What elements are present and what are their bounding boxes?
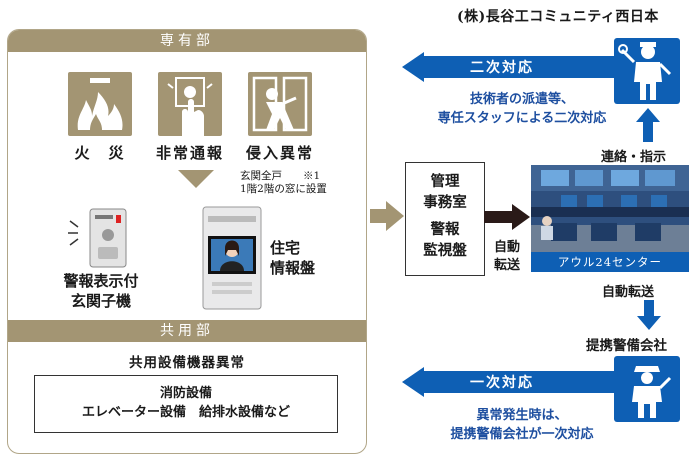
primary-response-label: 一次対応 [470,375,534,391]
info-panel-device [202,206,262,310]
intruder-icon [248,72,312,136]
management-office-box: 管理 事務室 警報 監視盤 [405,162,485,276]
building-panel: 専有部 火 災 非常通報 侵入異常 玄関全戸 ※1 1階2階の窓に設 [7,29,367,454]
auto-transfer-label-2: 自動転送 [602,285,655,300]
primary-response-desc: 異常発生時は、 提携警備会社が一次対応 [450,408,594,442]
secondary-response-arrow [402,52,614,82]
shared-equipment-box: 消防設備 エレベーター設備 給排水設備など [34,375,338,433]
shared-equipment-title: 共用設備機器異常 [129,355,245,371]
emergency-button-icon [158,72,222,136]
elevator-equipment: エレベーター設備 給排水設備など [81,405,290,420]
center-photo-caption: アウル24センター [531,252,689,272]
fire-equipment: 消防設備 [159,386,212,401]
down-arrow-blue [637,300,661,330]
company-name: (株)長谷工コミュニティ西日本 [457,9,659,25]
gold-right-arrow [370,201,404,231]
up-arrow [636,108,660,142]
contact-instruction-label: 連絡・指示 [601,150,667,165]
intercom-label: 警報表示付 玄関子機 [63,272,139,310]
fire-icon [68,72,132,136]
intrusion-label: 侵入異常 [245,144,314,162]
technician-icon [614,38,680,104]
intercom-icon [68,208,127,268]
primary-response-arrow [402,367,614,397]
security-company-label: 提携警備会社 [586,338,667,354]
fire-label: 火 災 [74,144,126,162]
secondary-response-desc: 技術者の派遣等、 専任スタッフによる二次対応 [437,92,607,126]
security-guard-icon [614,356,680,422]
private-section-title: 専有部 [8,30,366,52]
emergency-label: 非常通報 [155,144,224,162]
sensor-note-2: 1階2階の窓に設置 [240,183,327,195]
down-arrow [178,170,214,188]
info-panel-label: 住宅 情報盤 [270,239,316,277]
secondary-response-label: 二次対応 [470,60,534,76]
auto-transfer-label-1: 自動 転送 [494,240,521,273]
sensor-note-1: 玄関全戸 ※1 [240,170,321,182]
dark-right-arrow [484,204,530,230]
monitoring-center-photo: アウル24センター [531,165,689,272]
shared-section-title: 共用部 [8,320,366,342]
